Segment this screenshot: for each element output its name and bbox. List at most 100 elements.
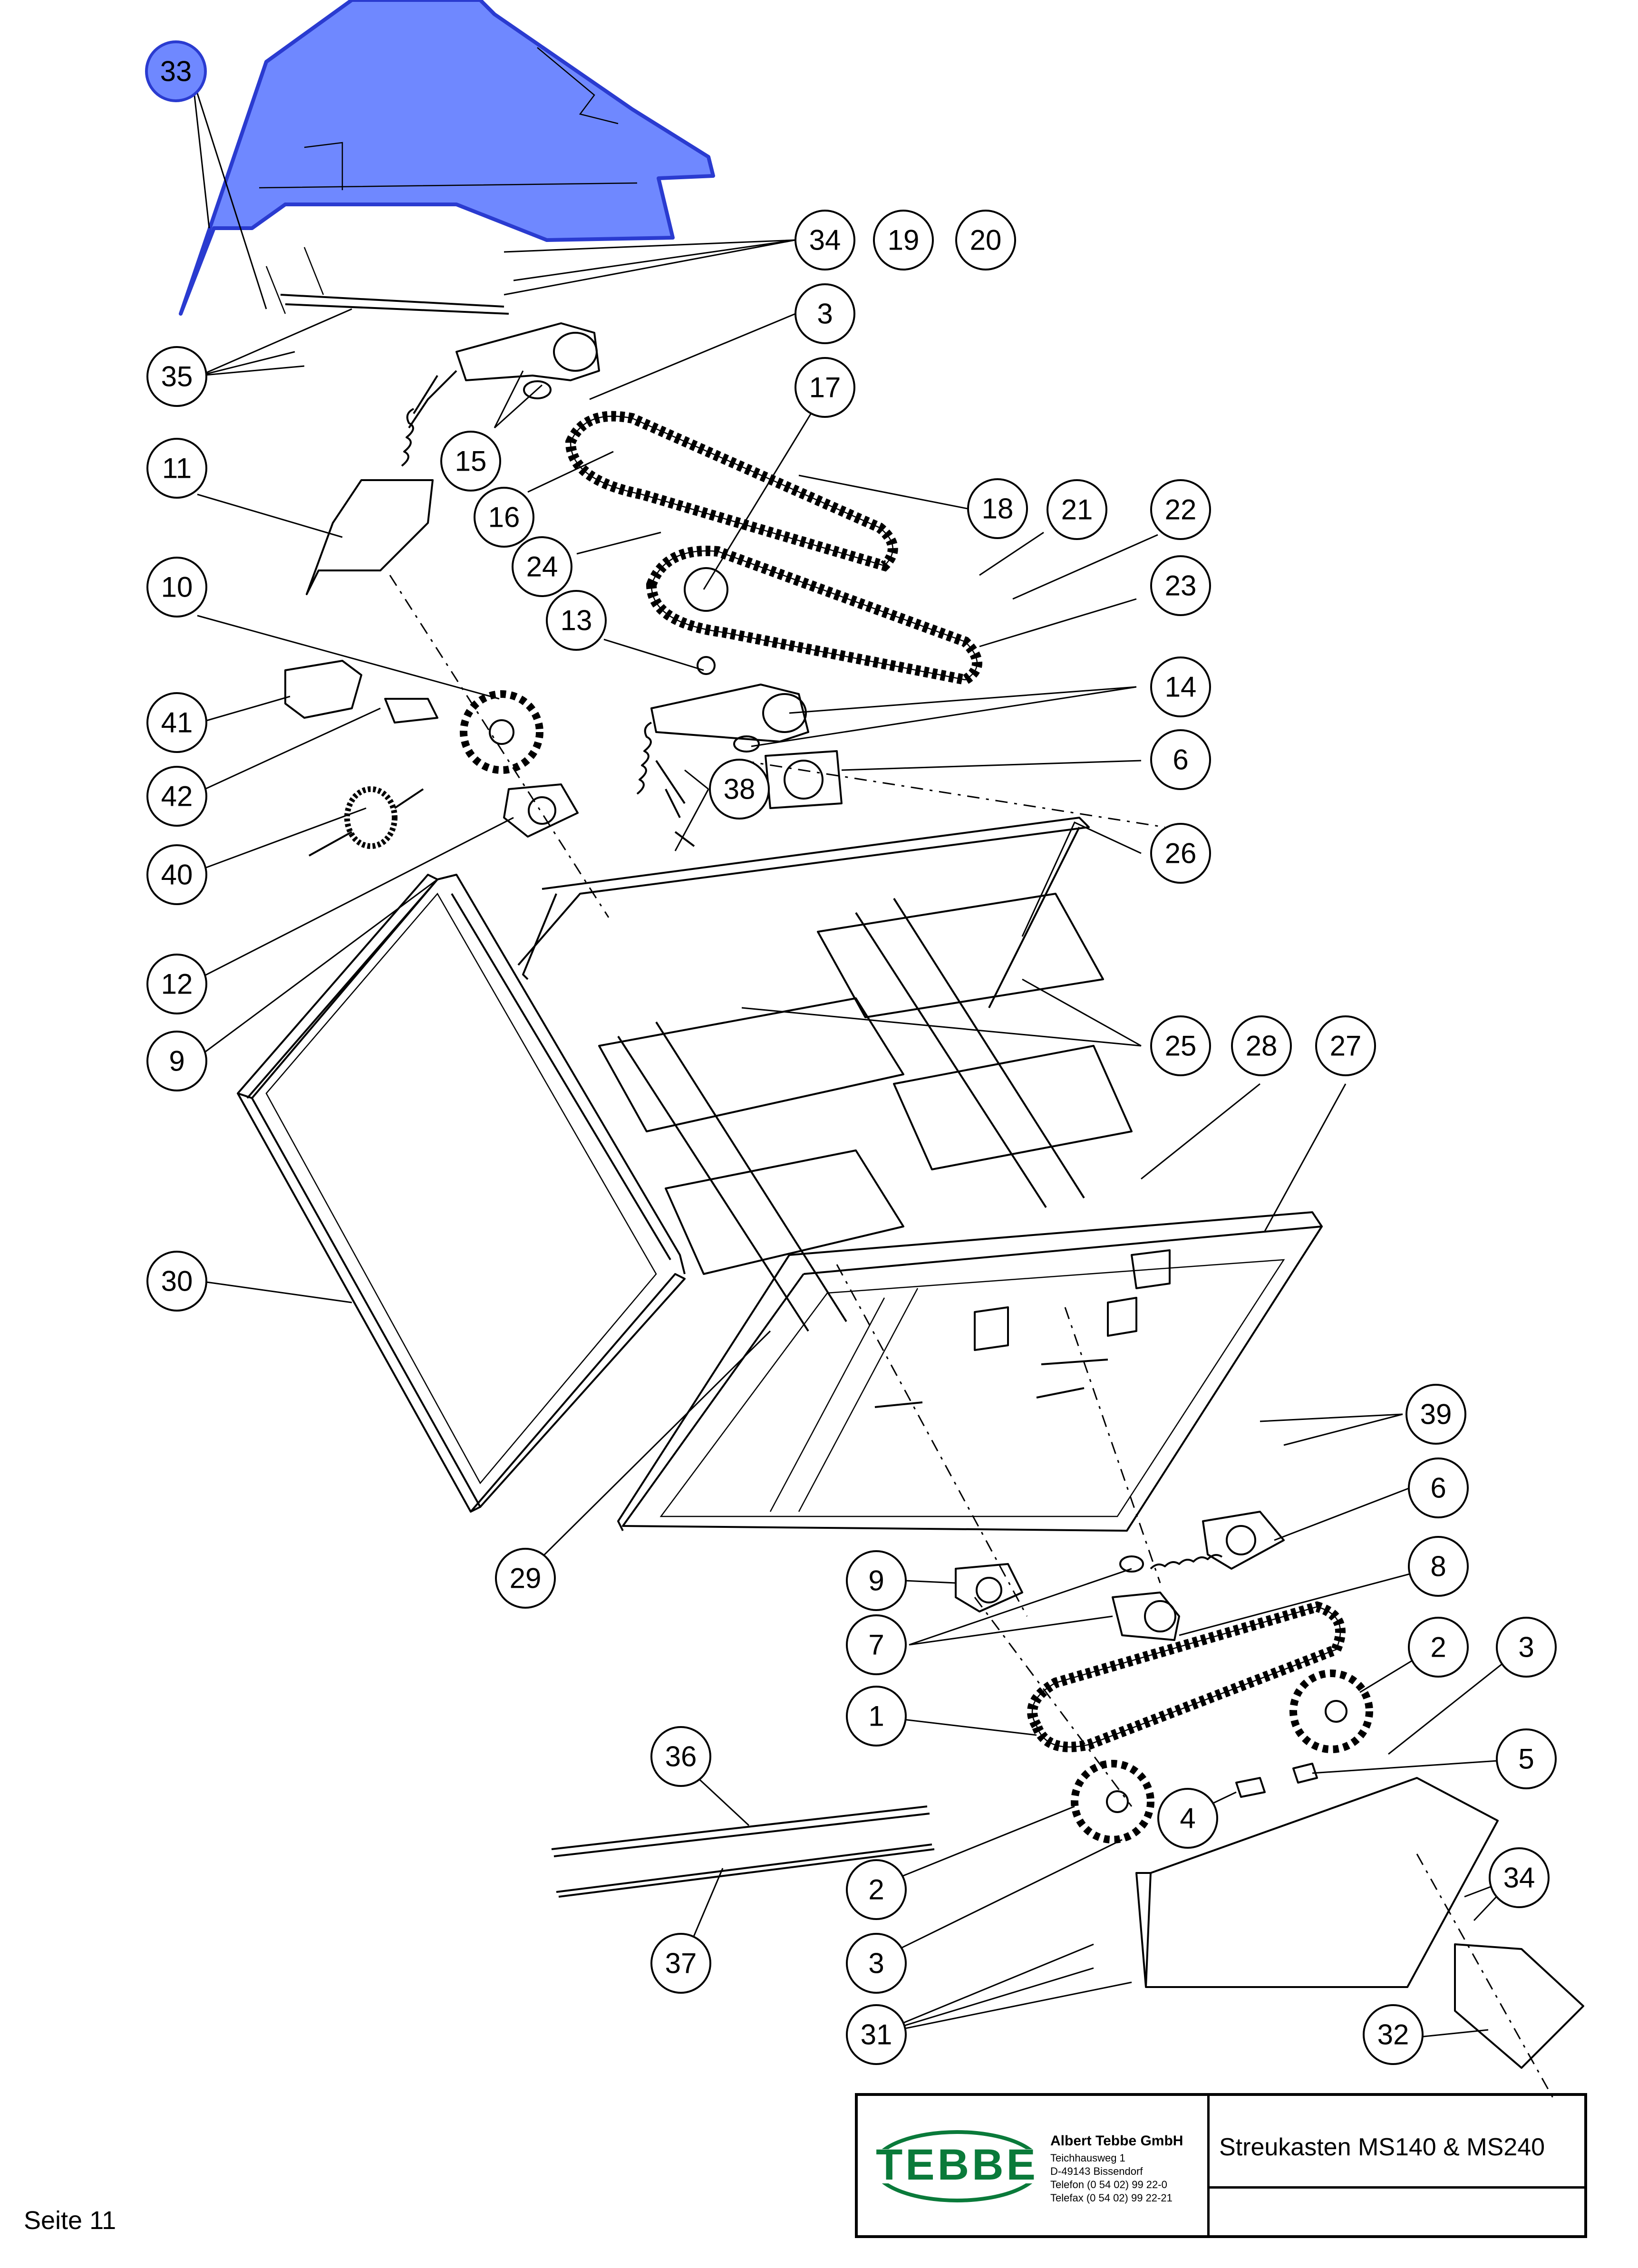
callout-label: 17 — [809, 372, 841, 404]
callout-label: 41 — [161, 707, 193, 739]
callout-label: 29 — [510, 1563, 542, 1594]
callout-39[interactable]: 39 — [1405, 1384, 1466, 1445]
callout-label: 3 — [817, 298, 833, 330]
drive-sprocket — [460, 690, 543, 774]
callout-22[interactable]: 22 — [1150, 479, 1211, 540]
callout-label: 4 — [1180, 1803, 1195, 1834]
callout-balloons: 33 34 19 20 3 35 17 15 11 16 18 21 22 24… — [145, 40, 1557, 2065]
callout-label: 10 — [161, 571, 193, 603]
callout-17[interactable]: 17 — [795, 357, 855, 418]
title-block: TEBBE Albert Tebbe GmbH Teichhausweg 1 D… — [855, 2093, 1587, 2238]
callout-34[interactable]: 34 — [795, 210, 855, 270]
callout-label: 14 — [1165, 671, 1197, 703]
callout-24[interactable]: 24 — [512, 536, 572, 597]
callout-4[interactable]: 4 — [1157, 1788, 1218, 1849]
callout-7[interactable]: 7 — [846, 1614, 907, 1675]
callout-label: 6 — [1430, 1472, 1446, 1504]
callout-label: 20 — [970, 224, 1002, 256]
chain-guard — [1135, 1777, 1584, 2069]
callout-23[interactable]: 23 — [1150, 555, 1211, 616]
callout-33[interactable]: 33 — [145, 40, 207, 102]
callout-label: 9 — [169, 1045, 184, 1077]
callout-31[interactable]: 31 — [846, 2004, 907, 2065]
callout-label: 11 — [162, 453, 192, 484]
callout-label: 25 — [1165, 1030, 1197, 1062]
sprocket-left — [1071, 1760, 1154, 1843]
callout-10[interactable]: 10 — [146, 557, 207, 618]
callout-42[interactable]: 42 — [146, 766, 207, 827]
callout-38[interactable]: 38 — [709, 759, 770, 820]
callout-label: 31 — [861, 2019, 892, 2051]
callout-2[interactable]: 2 — [1408, 1617, 1469, 1678]
callout-label: 34 — [1503, 1862, 1535, 1894]
callout-27[interactable]: 27 — [1315, 1015, 1376, 1076]
callout-label: 18 — [982, 493, 1014, 525]
callout-18[interactable]: 18 — [967, 478, 1028, 539]
page-number: Seite 11 — [24, 2206, 116, 2235]
callout-label: 33 — [160, 56, 192, 87]
callout-37[interactable]: 37 — [650, 1933, 711, 1994]
callout-25[interactable]: 25 — [1150, 1015, 1211, 1076]
hinge-rod — [265, 247, 509, 315]
callout-label: 39 — [1420, 1399, 1452, 1430]
callout-19[interactable]: 19 — [873, 210, 934, 270]
flange-bearing-left — [503, 783, 579, 838]
callout-3c[interactable]: 3 — [846, 1933, 907, 1994]
center-lines — [389, 575, 1556, 2102]
callout-29[interactable]: 29 — [495, 1548, 556, 1609]
callout-8[interactable]: 8 — [1408, 1536, 1469, 1597]
callout-label: 15 — [455, 445, 487, 477]
callout-6[interactable]: 6 — [1150, 729, 1211, 790]
callout-30[interactable]: 30 — [146, 1251, 207, 1312]
callout-label: 28 — [1246, 1030, 1278, 1062]
callout-16[interactable]: 16 — [474, 487, 534, 548]
callout-3[interactable]: 3 — [795, 283, 855, 344]
callout-label: 2 — [868, 1874, 884, 1906]
bottom-tray — [617, 1211, 1323, 1532]
address-line: Teichhausweg 1 — [1050, 2152, 1125, 2164]
cover-plate — [306, 479, 434, 595]
callout-9b[interactable]: 9 — [846, 1550, 907, 1611]
callout-label: 42 — [161, 781, 193, 812]
callout-40[interactable]: 40 — [146, 844, 207, 905]
callout-32[interactable]: 32 — [1363, 2004, 1424, 2065]
callout-11[interactable]: 11 — [146, 438, 207, 499]
callout-label: 8 — [1430, 1551, 1446, 1583]
callout-label: 9 — [868, 1565, 884, 1597]
callout-3b[interactable]: 3 — [1496, 1617, 1557, 1678]
callout-2b[interactable]: 2 — [846, 1859, 907, 1920]
lower-roller-chain — [1027, 1601, 1346, 1752]
callout-41[interactable]: 41 — [146, 692, 207, 753]
callout-12[interactable]: 12 — [146, 954, 207, 1014]
callout-6b[interactable]: 6 — [1408, 1457, 1469, 1518]
callout-28[interactable]: 28 — [1231, 1015, 1292, 1076]
upper-tensioner-arm — [401, 322, 600, 467]
callout-9[interactable]: 9 — [146, 1031, 207, 1091]
callout-21[interactable]: 21 — [1047, 479, 1107, 540]
callout-label: 34 — [809, 224, 841, 256]
callout-1[interactable]: 1 — [846, 1686, 907, 1747]
callout-15[interactable]: 15 — [440, 431, 501, 492]
flange-bearing-upper — [765, 750, 843, 809]
callout-13[interactable]: 13 — [546, 590, 607, 651]
callout-14[interactable]: 14 — [1150, 656, 1211, 717]
callout-34b[interactable]: 34 — [1489, 1847, 1550, 1908]
flange-bearing-lower-left — [955, 1563, 1023, 1612]
callout-label: 21 — [1061, 494, 1093, 526]
callout-26[interactable]: 26 — [1150, 823, 1211, 884]
hopper-cover-highlighted[interactable] — [179, 0, 715, 316]
callout-label: 36 — [665, 1741, 697, 1773]
flange-bearing-lower-right — [1202, 1511, 1285, 1570]
callout-label: 12 — [161, 968, 193, 1000]
callout-label: 26 — [1165, 838, 1197, 869]
lower-tensioner — [1112, 1554, 1223, 1641]
callout-36[interactable]: 36 — [650, 1726, 711, 1787]
callout-35[interactable]: 35 — [146, 346, 207, 407]
bolt-set — [655, 760, 695, 847]
tebbe-logo: TEBBE — [872, 2130, 1043, 2202]
callout-label: 24 — [526, 551, 558, 583]
callout-5[interactable]: 5 — [1496, 1728, 1557, 1789]
callout-20[interactable]: 20 — [955, 210, 1016, 270]
callout-label: 37 — [665, 1948, 697, 1979]
